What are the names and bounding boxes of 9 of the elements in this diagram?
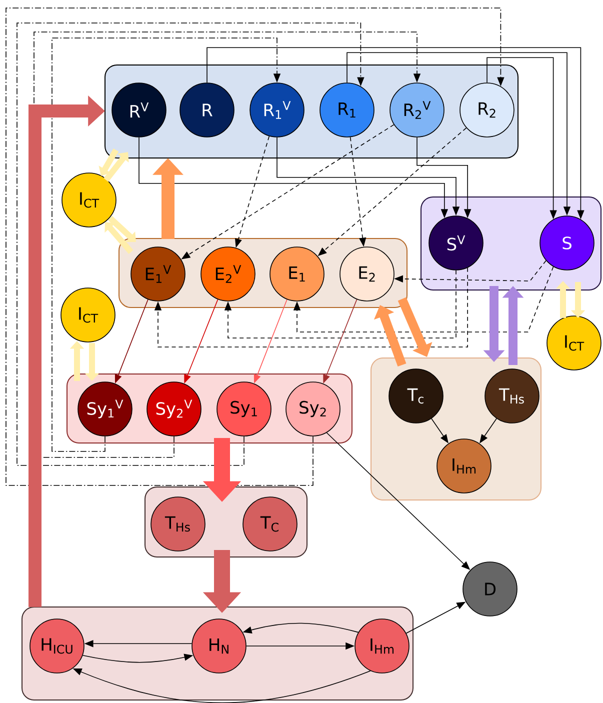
dashed-arrow bbox=[293, 266, 554, 332]
block-arrow bbox=[104, 152, 129, 182]
dash-dot-arrow bbox=[6, 8, 504, 486]
block-arrow bbox=[108, 216, 136, 242]
block-arrow bbox=[104, 222, 134, 254]
dashed-arrow bbox=[224, 270, 456, 338]
dashed-arrow bbox=[154, 267, 468, 348]
dash-dot-arrow bbox=[16, 22, 364, 466]
dash-dot-arrow bbox=[52, 38, 281, 452]
